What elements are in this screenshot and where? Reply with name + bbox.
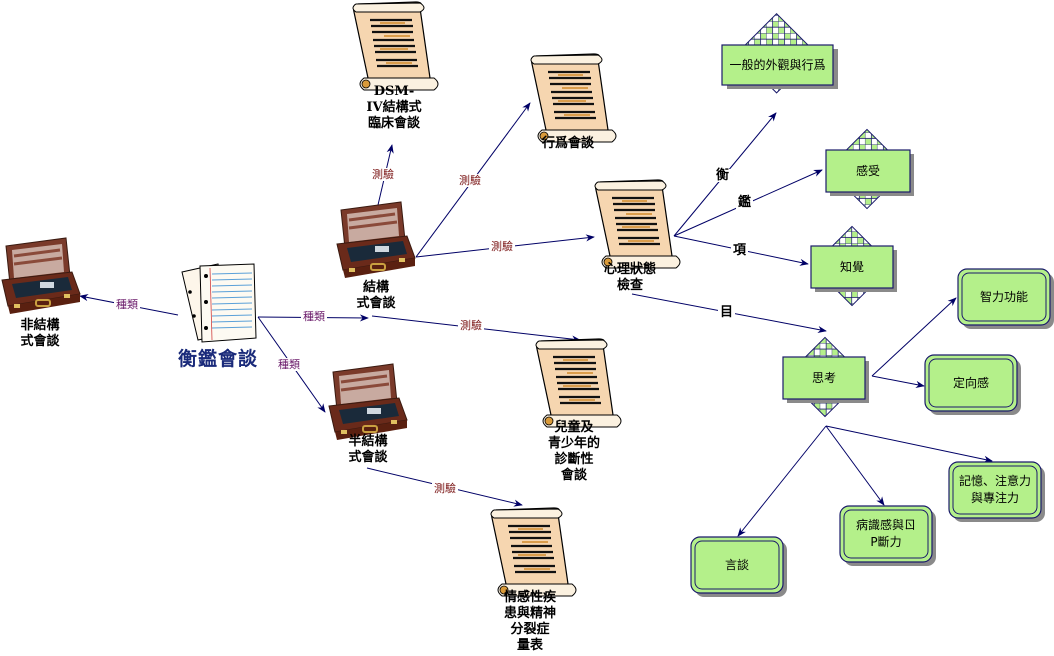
edge-label-item-char: 項 [731, 243, 749, 258]
edge-thinking-insight [825, 425, 885, 506]
edge-label-item-char: 鑑 [736, 195, 754, 210]
scroll-icon[interactable] [529, 52, 618, 144]
rounded-box-speech[interactable] [690, 536, 787, 597]
node-label-behavior: 行爲會談 [541, 136, 594, 151]
scroll-icon[interactable] [593, 178, 682, 270]
root-title: 衡鑑會談 [178, 348, 259, 370]
edge-label-item-char: 衡 [714, 168, 732, 183]
edge-label-test: 測驗 [489, 240, 515, 253]
node-label-dsm: DSM- IV結構式 臨床會談 [366, 84, 422, 131]
briefcase-icon[interactable] [327, 362, 409, 442]
briefcase-icon[interactable] [335, 200, 417, 280]
edge-label-test: 測驗 [432, 482, 458, 495]
notebook-pages-icon[interactable] [181, 263, 257, 343]
box-label-intelligence: 智力功能 [979, 289, 1028, 304]
box-label-orientation: 定向感 [952, 375, 989, 390]
box-label-appearance: 一般的外觀與行爲 [729, 57, 826, 72]
rounded-box-intelligence[interactable] [957, 268, 1054, 329]
node-label-child: 兒童及 青少年的 診斷性 會談 [547, 420, 600, 483]
edge-label-test: 測驗 [458, 319, 484, 332]
scroll-icon[interactable] [489, 506, 578, 598]
diamond-box-feeling[interactable] [825, 128, 914, 210]
box-label-perception: 知覺 [839, 259, 864, 274]
rounded-box-memory[interactable] [948, 461, 1045, 522]
diamond-box-perception[interactable] [810, 225, 897, 307]
edge-label-test: 測驗 [370, 168, 396, 181]
node-label-affective: 情感性疾 患與精神 分裂症 量表 [503, 590, 556, 653]
edge-label-kind: 種類 [276, 358, 302, 371]
rounded-box-insight[interactable] [839, 505, 936, 566]
edge-label-kind: 種類 [114, 298, 140, 311]
scroll-icon[interactable] [534, 337, 623, 429]
node-label-semistructured: 半結構 式會談 [348, 434, 388, 465]
briefcase-icon[interactable] [0, 236, 82, 316]
edge-label-item-char: 目 [718, 305, 736, 320]
box-label-thinking: 思考 [811, 370, 836, 385]
edge-thinking-memory [825, 425, 993, 463]
diamond-box-thinking[interactable] [782, 336, 869, 418]
box-label-speech: 言談 [724, 557, 749, 572]
edge-label-test: 測驗 [457, 174, 483, 187]
box-label-memory: 記憶、注意力 與專注力 [958, 474, 1031, 505]
edge-thinking-speech [737, 425, 827, 537]
node-label-structured: 結構 式會談 [356, 280, 396, 311]
node-label-mse: 心理狀態 檢查 [603, 262, 656, 293]
diamond-box-appearance[interactable] [721, 12, 838, 94]
edge-thinking-intelligence [871, 297, 957, 377]
edge-label-kind: 種類 [301, 310, 327, 323]
scroll-icon[interactable] [351, 0, 440, 92]
rounded-box-orientation[interactable] [924, 354, 1021, 415]
box-label-feeling: 感受 [855, 163, 880, 178]
box-label-insight: 病識感與ㄖ P斷力 [855, 518, 916, 549]
node-label-unstructured: 非結構 式會談 [20, 318, 60, 349]
edge-thinking-orientation [871, 375, 925, 389]
